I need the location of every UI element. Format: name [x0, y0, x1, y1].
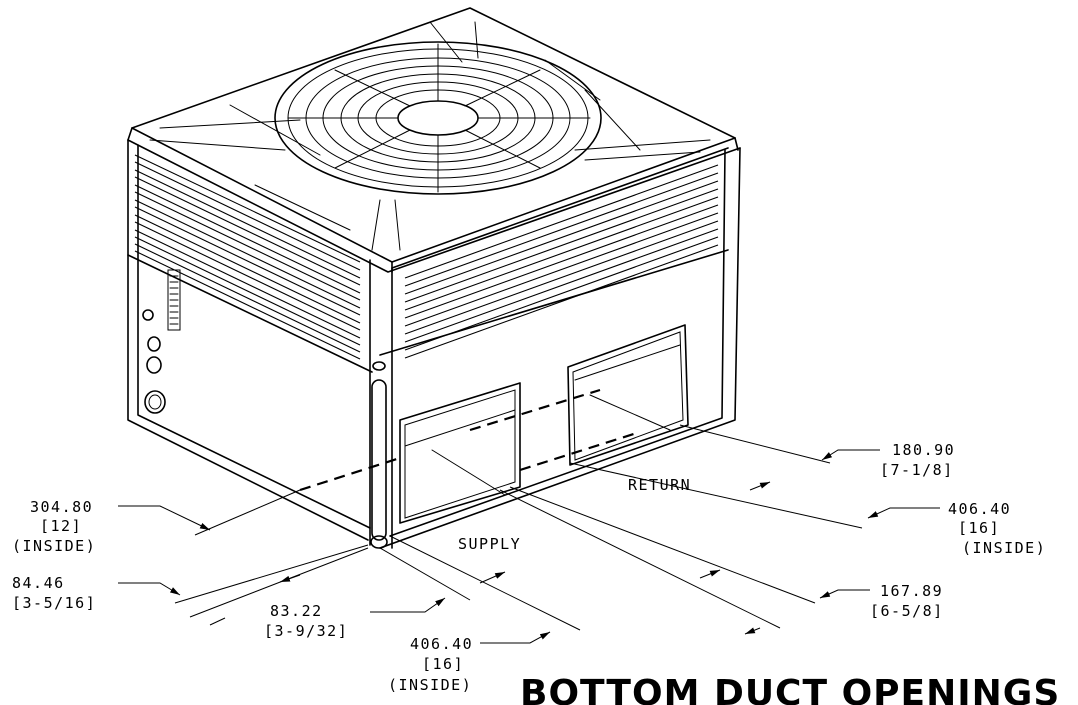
dim-180-mm: 180.90 [892, 441, 955, 459]
corner-post [369, 259, 393, 549]
fan-guard [274, 41, 602, 195]
dim-304-inch: [12] [40, 517, 82, 535]
right-grille [404, 164, 719, 359]
dim-406-return-mm: 406.40 [948, 500, 1011, 518]
supply-label: SUPPLY [458, 535, 521, 553]
dim-180-inch: [7-1/8] [880, 461, 954, 479]
dim-167-mm: 167.89 [880, 582, 943, 600]
supply-opening [399, 382, 521, 524]
dim-304-note: (INSIDE) [12, 537, 96, 555]
dim-83-inch: [3-9/32] [264, 622, 348, 640]
left-face [127, 139, 373, 541]
dim-84-inch: [3-5/16] [12, 594, 96, 612]
right-face [379, 147, 741, 549]
dim-84-mm: 84.46 [12, 574, 65, 592]
dim-83-mm: 83.22 [270, 602, 323, 620]
dim-406-supply-inch: [16] [422, 655, 464, 673]
dim-406-return-note: (INSIDE) [962, 539, 1046, 557]
base-rails-hidden [299, 388, 641, 492]
control-panel-knockouts [142, 269, 181, 414]
top-cover [127, 7, 741, 273]
return-opening [567, 324, 689, 466]
dim-406-supply-mm: 406.40 [410, 635, 473, 653]
left-grille [134, 154, 361, 360]
drawing-title: BOTTOM DUCT OPENINGS [520, 673, 1060, 705]
dim-406-return-inch: [16] [958, 519, 1000, 537]
return-label: RETURN [628, 476, 691, 494]
dim-167-inch: [6-5/8] [870, 602, 944, 620]
dimension-labels: 304.80 [12] (INSIDE) 84.46 [3-5/16] 83.2… [12, 441, 1046, 694]
dim-304-mm: 304.80 [30, 498, 93, 516]
dimension-lines [118, 424, 940, 644]
dim-406-supply-note: (INSIDE) [388, 676, 472, 694]
